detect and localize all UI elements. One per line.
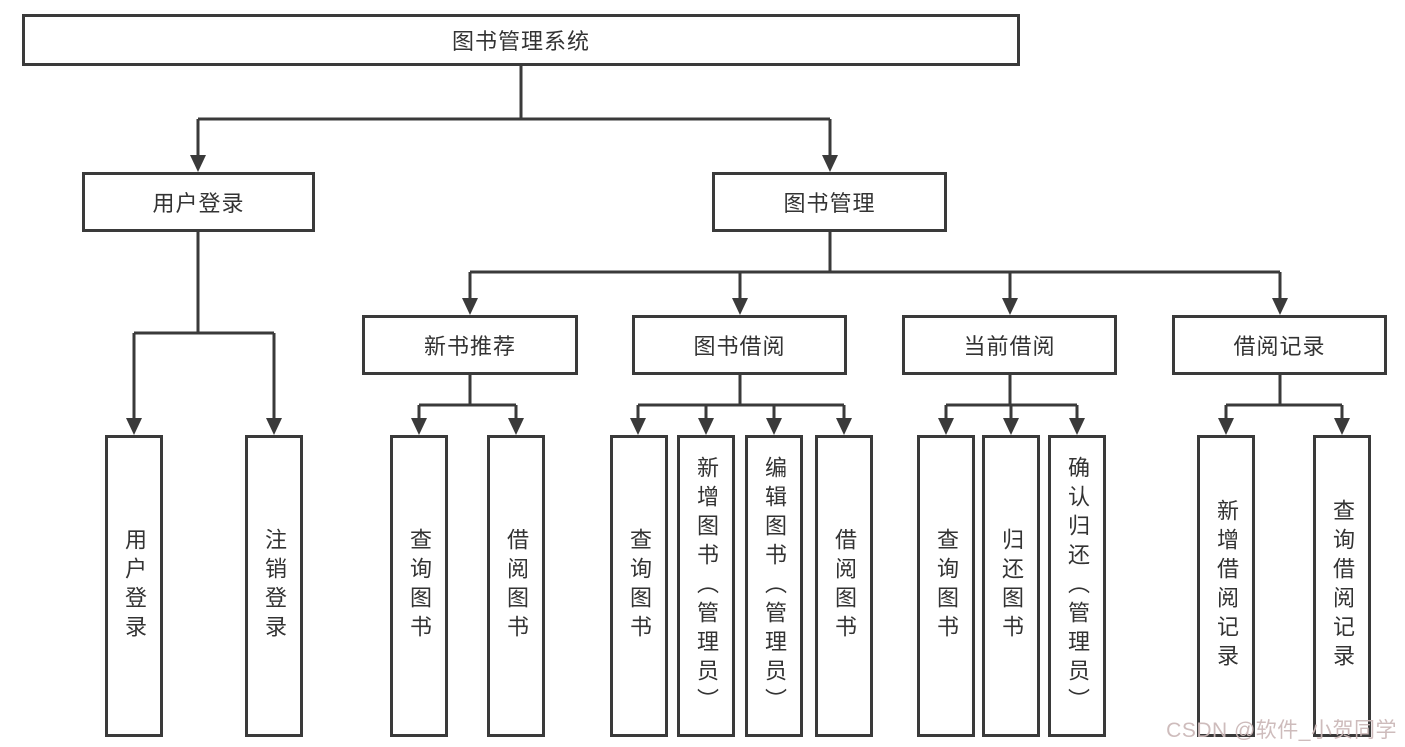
leaf-label: 新增借阅记录 [1214, 499, 1239, 673]
node-library-management-system: 图书管理系统 [22, 14, 1020, 66]
leaf-query-books-current: 查询图书 [917, 435, 975, 737]
leaf-label: 注销登录 [262, 528, 287, 644]
node-label: 新书推荐 [423, 334, 516, 359]
leaf-logout: 注销登录 [245, 435, 303, 737]
leaf-edit-books-admin: 编辑图书（管理员） [745, 435, 803, 737]
leaf-borrow-books-recommend: 借阅图书 [487, 435, 545, 737]
leaf-query-books-recommend: 查询图书 [390, 435, 448, 737]
node-label: 借阅记录 [1233, 334, 1326, 359]
leaf-label: 用户登录 [122, 528, 147, 644]
leaf-query-books-borrow: 查询图书 [610, 435, 668, 737]
node-label: 图书管理 [783, 191, 876, 216]
leaf-label: 新增图书（管理员） [694, 455, 719, 717]
leaf-add-books-admin: 新增图书（管理员） [677, 435, 735, 737]
leaf-add-borrow-record: 新增借阅记录 [1197, 435, 1255, 737]
leaf-label: 确认归还（管理员） [1065, 455, 1090, 717]
node-book-borrow: 图书借阅 [632, 315, 847, 375]
leaf-label: 查询图书 [407, 528, 432, 644]
node-borrow-records: 借阅记录 [1172, 315, 1387, 375]
leaf-query-borrow-record: 查询借阅记录 [1313, 435, 1371, 737]
leaf-borrow-books: 借阅图书 [815, 435, 873, 737]
node-user-login: 用户登录 [82, 172, 315, 232]
node-book-management: 图书管理 [712, 172, 947, 232]
leaf-return-books: 归还图书 [982, 435, 1040, 737]
leaf-label: 归还图书 [999, 528, 1024, 644]
node-new-book-recommend: 新书推荐 [362, 315, 578, 375]
leaf-label: 借阅图书 [832, 528, 857, 644]
node-current-borrow: 当前借阅 [902, 315, 1117, 375]
leaf-confirm-return-admin: 确认归还（管理员） [1048, 435, 1106, 737]
leaf-label: 查询图书 [934, 528, 959, 644]
node-label: 当前借阅 [963, 334, 1056, 359]
csdn-watermark: CSDN @软件_小贺同学 [1166, 719, 1397, 742]
leaf-label: 编辑图书（管理员） [762, 455, 787, 717]
node-label: 图书借阅 [693, 334, 786, 359]
leaf-label: 查询图书 [627, 528, 652, 644]
node-label: 用户登录 [152, 191, 245, 216]
leaf-label: 借阅图书 [504, 528, 529, 644]
leaf-label: 查询借阅记录 [1330, 499, 1355, 673]
leaf-user-login: 用户登录 [105, 435, 163, 737]
node-label: 图书管理系统 [451, 29, 590, 54]
